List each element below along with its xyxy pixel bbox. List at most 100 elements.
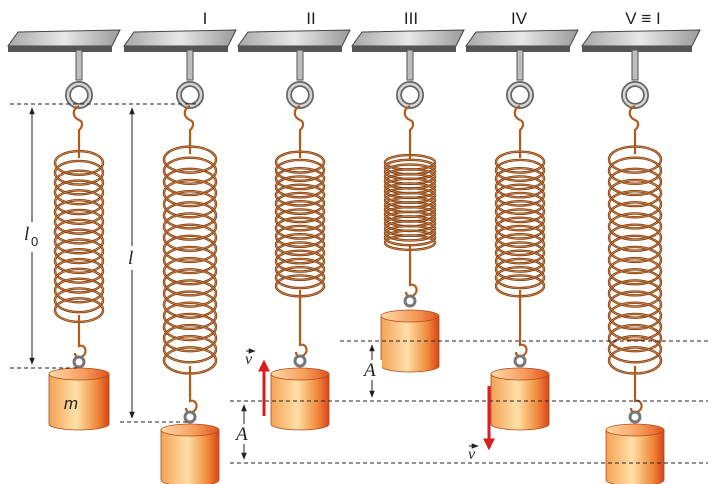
spring-coil-highlight xyxy=(163,335,217,363)
spring-coil-highlight xyxy=(54,229,104,254)
mass-ring xyxy=(513,354,527,368)
spring-coil-highlight xyxy=(608,224,662,252)
ceiling-plate-5 xyxy=(465,29,579,52)
spring-coil-highlight xyxy=(608,235,662,263)
spring-coil-highlight xyxy=(54,160,104,185)
spring-bottom-hook xyxy=(404,245,418,298)
amplitude-label-lower: A xyxy=(234,424,248,445)
spring-coil-highlight xyxy=(163,179,217,207)
spring-coil-highlight xyxy=(495,200,545,223)
ceiling-plate-side xyxy=(466,46,570,52)
mass-cylinder xyxy=(605,423,665,484)
spring-coil-highlight xyxy=(608,146,662,174)
spring-coil-highlight xyxy=(54,258,104,284)
spring-coil-highlight xyxy=(163,157,217,185)
spring-coil-highlight xyxy=(54,278,104,303)
spring-coil-highlight xyxy=(608,268,662,296)
spring-coil-highlight xyxy=(495,175,545,198)
mass-ring xyxy=(403,294,417,308)
spring-coil-highlight xyxy=(275,233,325,256)
spring-coil-highlight xyxy=(608,201,662,229)
ceiling-plates xyxy=(7,29,701,52)
ceiling-plate-top xyxy=(7,29,121,47)
spring-mass-systems xyxy=(48,49,665,484)
eyebolt-stem xyxy=(75,49,83,81)
spring-system-4 xyxy=(380,49,440,373)
spring-coil-highlight xyxy=(495,233,545,256)
spring-coil-highlight xyxy=(163,313,217,341)
spring-bottom-hook xyxy=(184,366,198,414)
spring-top-hook xyxy=(628,104,640,154)
spring-coil-highlight xyxy=(495,217,545,239)
l0-subscript: 0 xyxy=(31,234,38,249)
spring-top-hook xyxy=(293,104,305,158)
spring-coil-highlight xyxy=(495,250,545,272)
spring-coil-highlight xyxy=(163,246,217,274)
stage-label-4: IV xyxy=(511,9,528,28)
mass-body xyxy=(160,429,220,484)
spring-bottom-hook xyxy=(294,290,308,358)
mass-ring xyxy=(628,410,642,424)
ceiling-plate-2 xyxy=(123,29,237,52)
spring-coil-highlight xyxy=(163,213,217,241)
spring-coil-highlight xyxy=(608,279,662,307)
spring-coil-highlight xyxy=(163,291,217,319)
spring-coils xyxy=(494,150,546,298)
spring-top-hook xyxy=(72,104,84,158)
spring-coil-highlight xyxy=(54,219,104,244)
mass-top xyxy=(605,423,665,437)
spring-coil-highlight xyxy=(608,302,662,330)
eyebolt-stem xyxy=(186,49,194,81)
eyebolt-ring-highlight xyxy=(397,82,423,108)
amplitude-label-mask-lower xyxy=(234,424,254,444)
spring-coil-highlight xyxy=(608,257,662,285)
amplitude-label-mask-upper xyxy=(362,360,382,380)
mass-ring xyxy=(293,354,307,368)
reference-lines xyxy=(10,103,708,464)
l0-label-mask xyxy=(22,222,44,252)
mass-label: m xyxy=(64,394,78,413)
spring-coil-highlight xyxy=(495,258,545,281)
spring-coil-highlight xyxy=(608,213,662,241)
mass-cylinder xyxy=(270,367,330,431)
spring-bottom-hook xyxy=(514,290,528,358)
spring-coil-highlight xyxy=(275,175,325,198)
spring-coil-highlight xyxy=(495,241,545,264)
eyebolt-ring-highlight xyxy=(66,82,92,108)
spring-top-hook xyxy=(513,104,525,158)
amplitude-label-upper: A xyxy=(362,360,376,381)
eyebolt-ring-highlight xyxy=(507,82,533,108)
mass-top xyxy=(380,309,440,323)
spring-coil-highlight xyxy=(495,266,545,289)
ceiling-plate-top xyxy=(351,29,465,47)
spring-coil-highlight xyxy=(163,190,217,218)
eyebolt-stem xyxy=(406,49,414,81)
ceiling-plate-side xyxy=(352,46,456,52)
stage-label-3: III xyxy=(404,9,418,28)
spring-coil-highlight xyxy=(495,159,545,182)
spring-coil-highlight xyxy=(275,217,325,239)
spring-bottom-hook xyxy=(73,315,87,359)
spring-coils xyxy=(607,145,663,375)
spring-system-5 xyxy=(490,49,550,431)
eyebolt-ring-highlight xyxy=(177,82,203,108)
spring-coils xyxy=(383,153,437,252)
mass-ring xyxy=(72,355,86,369)
eyebolt-ring-highlight xyxy=(622,82,648,108)
spring-top-hook xyxy=(403,104,415,160)
velocity-down: v xyxy=(468,386,495,463)
spring-coils xyxy=(53,149,105,324)
spring-coil-highlight xyxy=(54,268,104,293)
ceiling-plate-top xyxy=(581,29,701,47)
spring-coil-highlight xyxy=(495,225,545,248)
mass-body xyxy=(605,429,665,484)
spring-coil-highlight xyxy=(54,150,104,176)
ceiling-plate-4 xyxy=(351,29,465,52)
spring-coil-highlight xyxy=(275,167,325,190)
spring-coil-highlight xyxy=(163,235,217,263)
stage-label-2: II xyxy=(306,9,315,28)
spring-coil-highlight xyxy=(608,291,662,319)
velocity-up-label: v xyxy=(245,351,253,368)
stage-label-1: I xyxy=(203,9,208,28)
